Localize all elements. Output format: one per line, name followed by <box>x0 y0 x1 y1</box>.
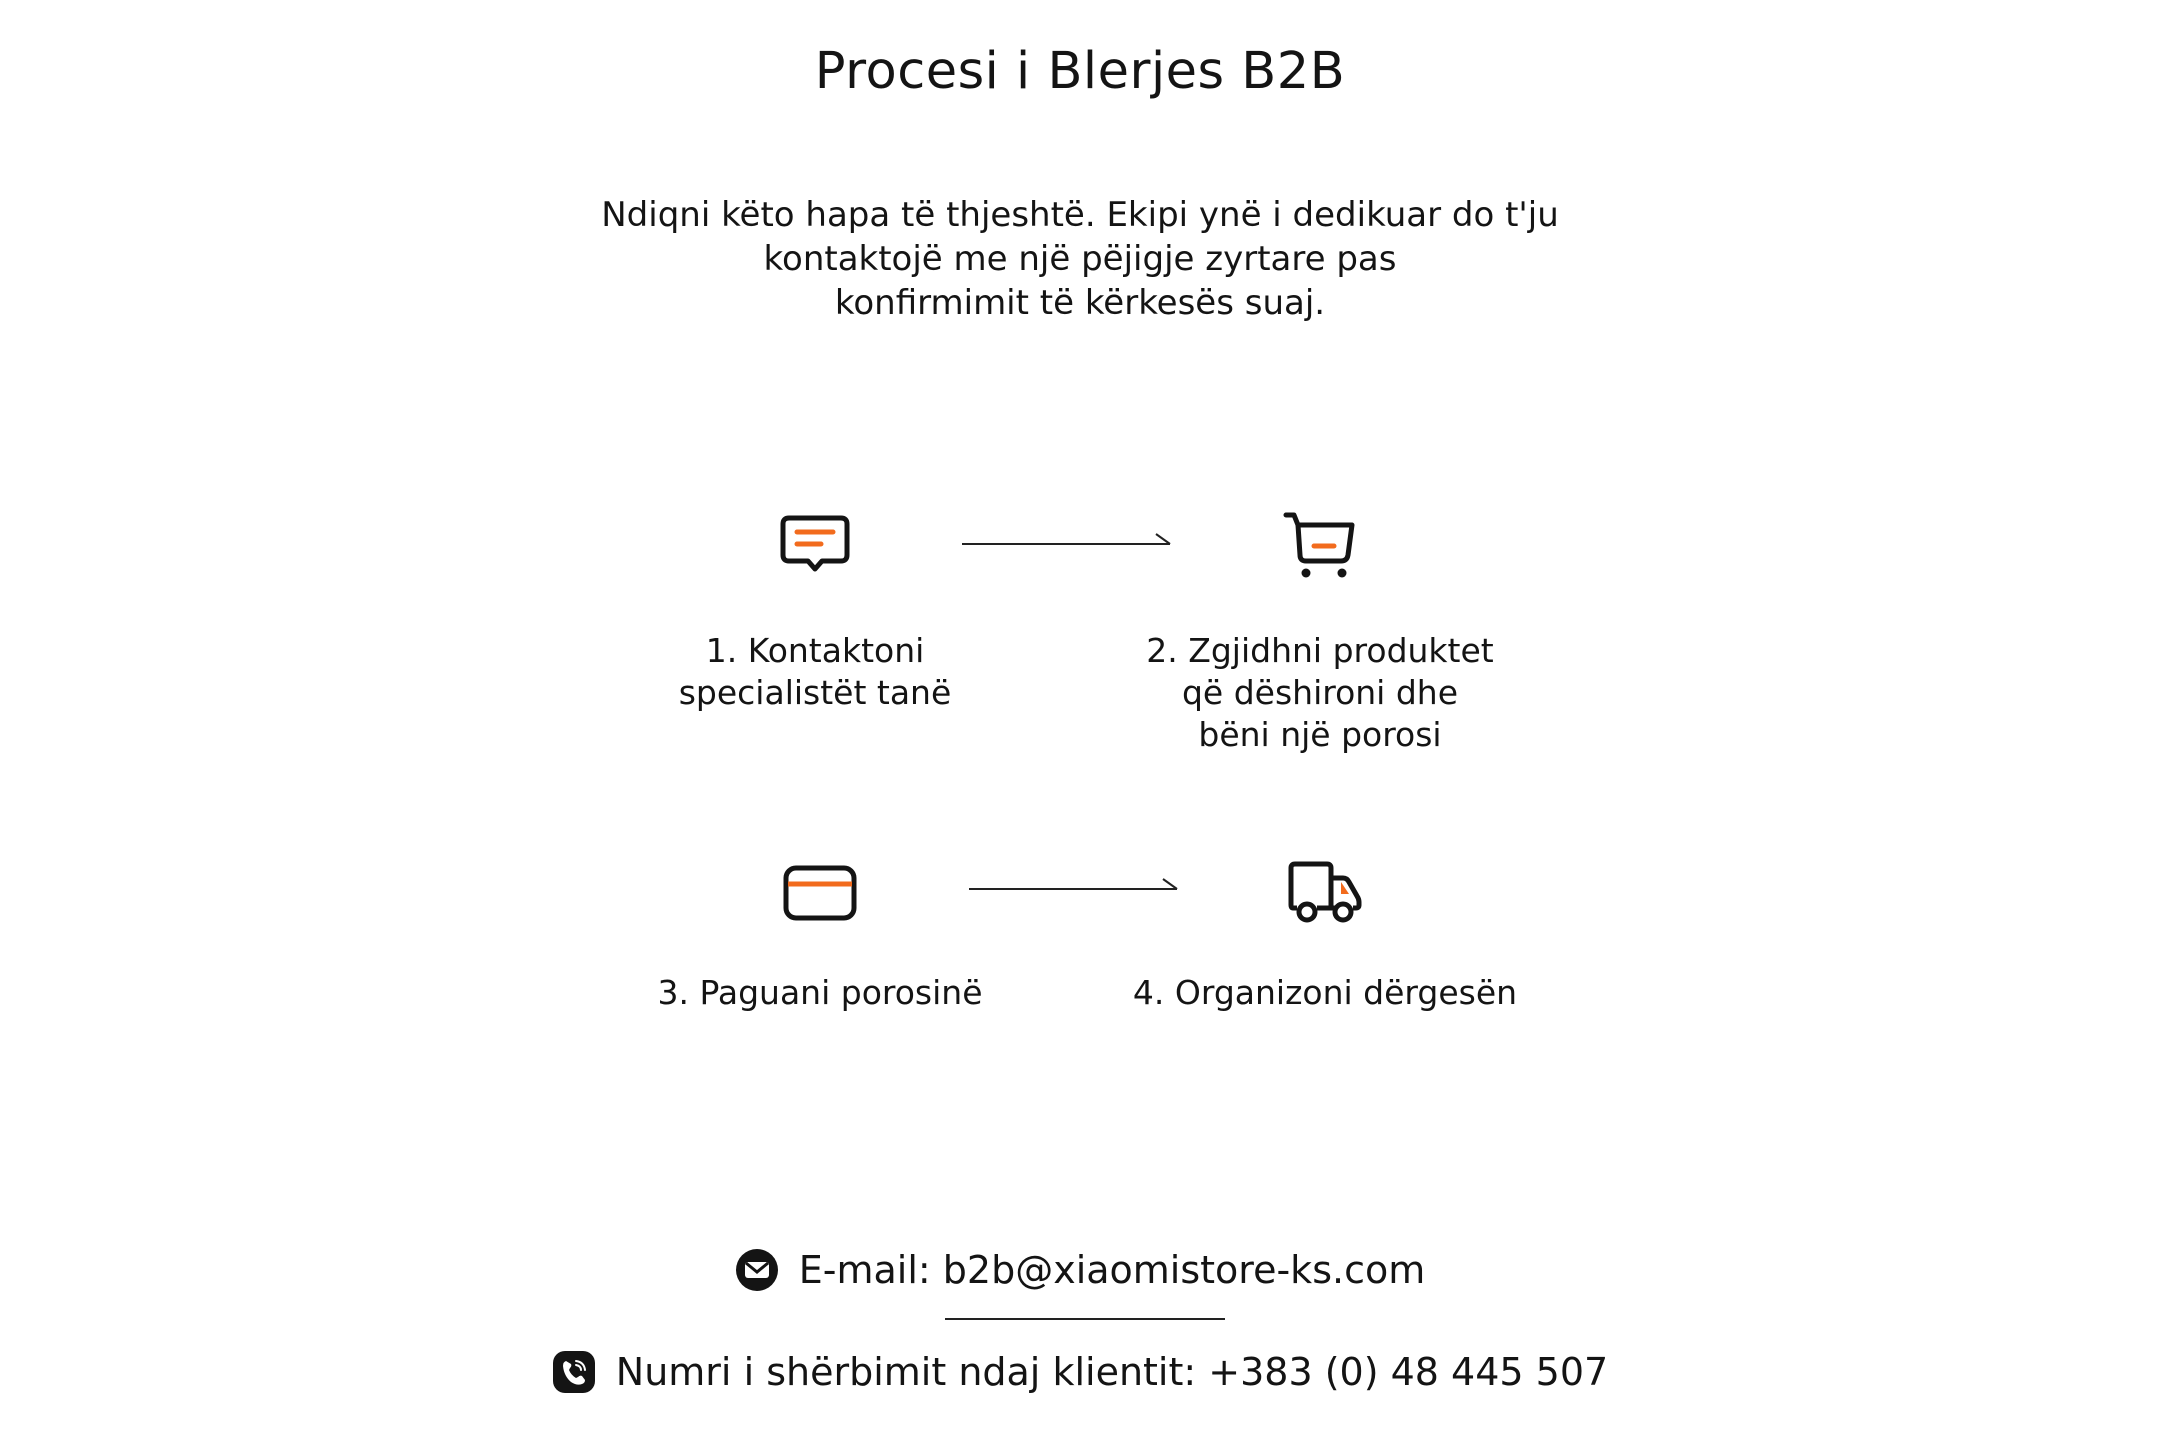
email-link[interactable]: E-mail: b2b@xiaomistore-ks.com <box>798 1248 1426 1292</box>
email-contact: E-mail: b2b@xiaomistore-ks.com <box>0 1245 2160 1295</box>
step-label: 4. Organizoni dërgesën <box>1095 972 1555 1014</box>
step-label-line: specialistët tanë <box>678 673 952 712</box>
phone-contact: Numri i shërbimit ndaj klientit: +383 (0… <box>0 1347 2160 1397</box>
chat-bubble-icon <box>775 505 855 585</box>
step-label-line: bëni një porosi <box>1198 715 1442 754</box>
envelope-icon <box>735 1248 779 1292</box>
intro-text: Ndiqni këto hapa të thjeshtë. Ekipi ynë … <box>530 193 1630 325</box>
step-label-line: 2. Zgjidhni produktet <box>1146 631 1494 670</box>
step-label: 1. Kontaktoni specialistët tanë <box>585 630 1045 714</box>
intro-line: konfirmimit të kërkesës suaj. <box>834 283 1326 323</box>
intro-line: Ndiqni këto hapa të thjeshtë. Ekipi ynë … <box>601 195 1559 235</box>
step-label-line: 4. Organizoni dërgesën <box>1132 973 1518 1012</box>
intro-line: kontaktojë me një pëjigje zyrtare pas <box>763 239 1397 279</box>
page-title: Procesi i Blerjes B2B <box>814 42 1346 101</box>
phone-text[interactable]: Numri i shërbimit ndaj klientit: +383 (0… <box>615 1350 1609 1394</box>
step-label-line: 3. Paguani porosinë <box>657 973 983 1012</box>
contact-divider <box>945 1318 1225 1320</box>
arrow-connector <box>967 873 1182 897</box>
step-label-line: që dëshironi dhe <box>1181 673 1459 712</box>
step-label: 2. Zgjidhni produktet që dëshironi dhe b… <box>1090 630 1550 756</box>
credit-card-icon <box>780 852 860 932</box>
delivery-truck-icon <box>1285 852 1365 932</box>
step-label: 3. Paguani porosinë <box>590 972 1050 1014</box>
phone-icon <box>552 1350 596 1394</box>
arrow-connector <box>960 528 1175 552</box>
shopping-cart-icon <box>1280 505 1360 585</box>
step-label-line: 1. Kontaktoni <box>705 631 925 670</box>
